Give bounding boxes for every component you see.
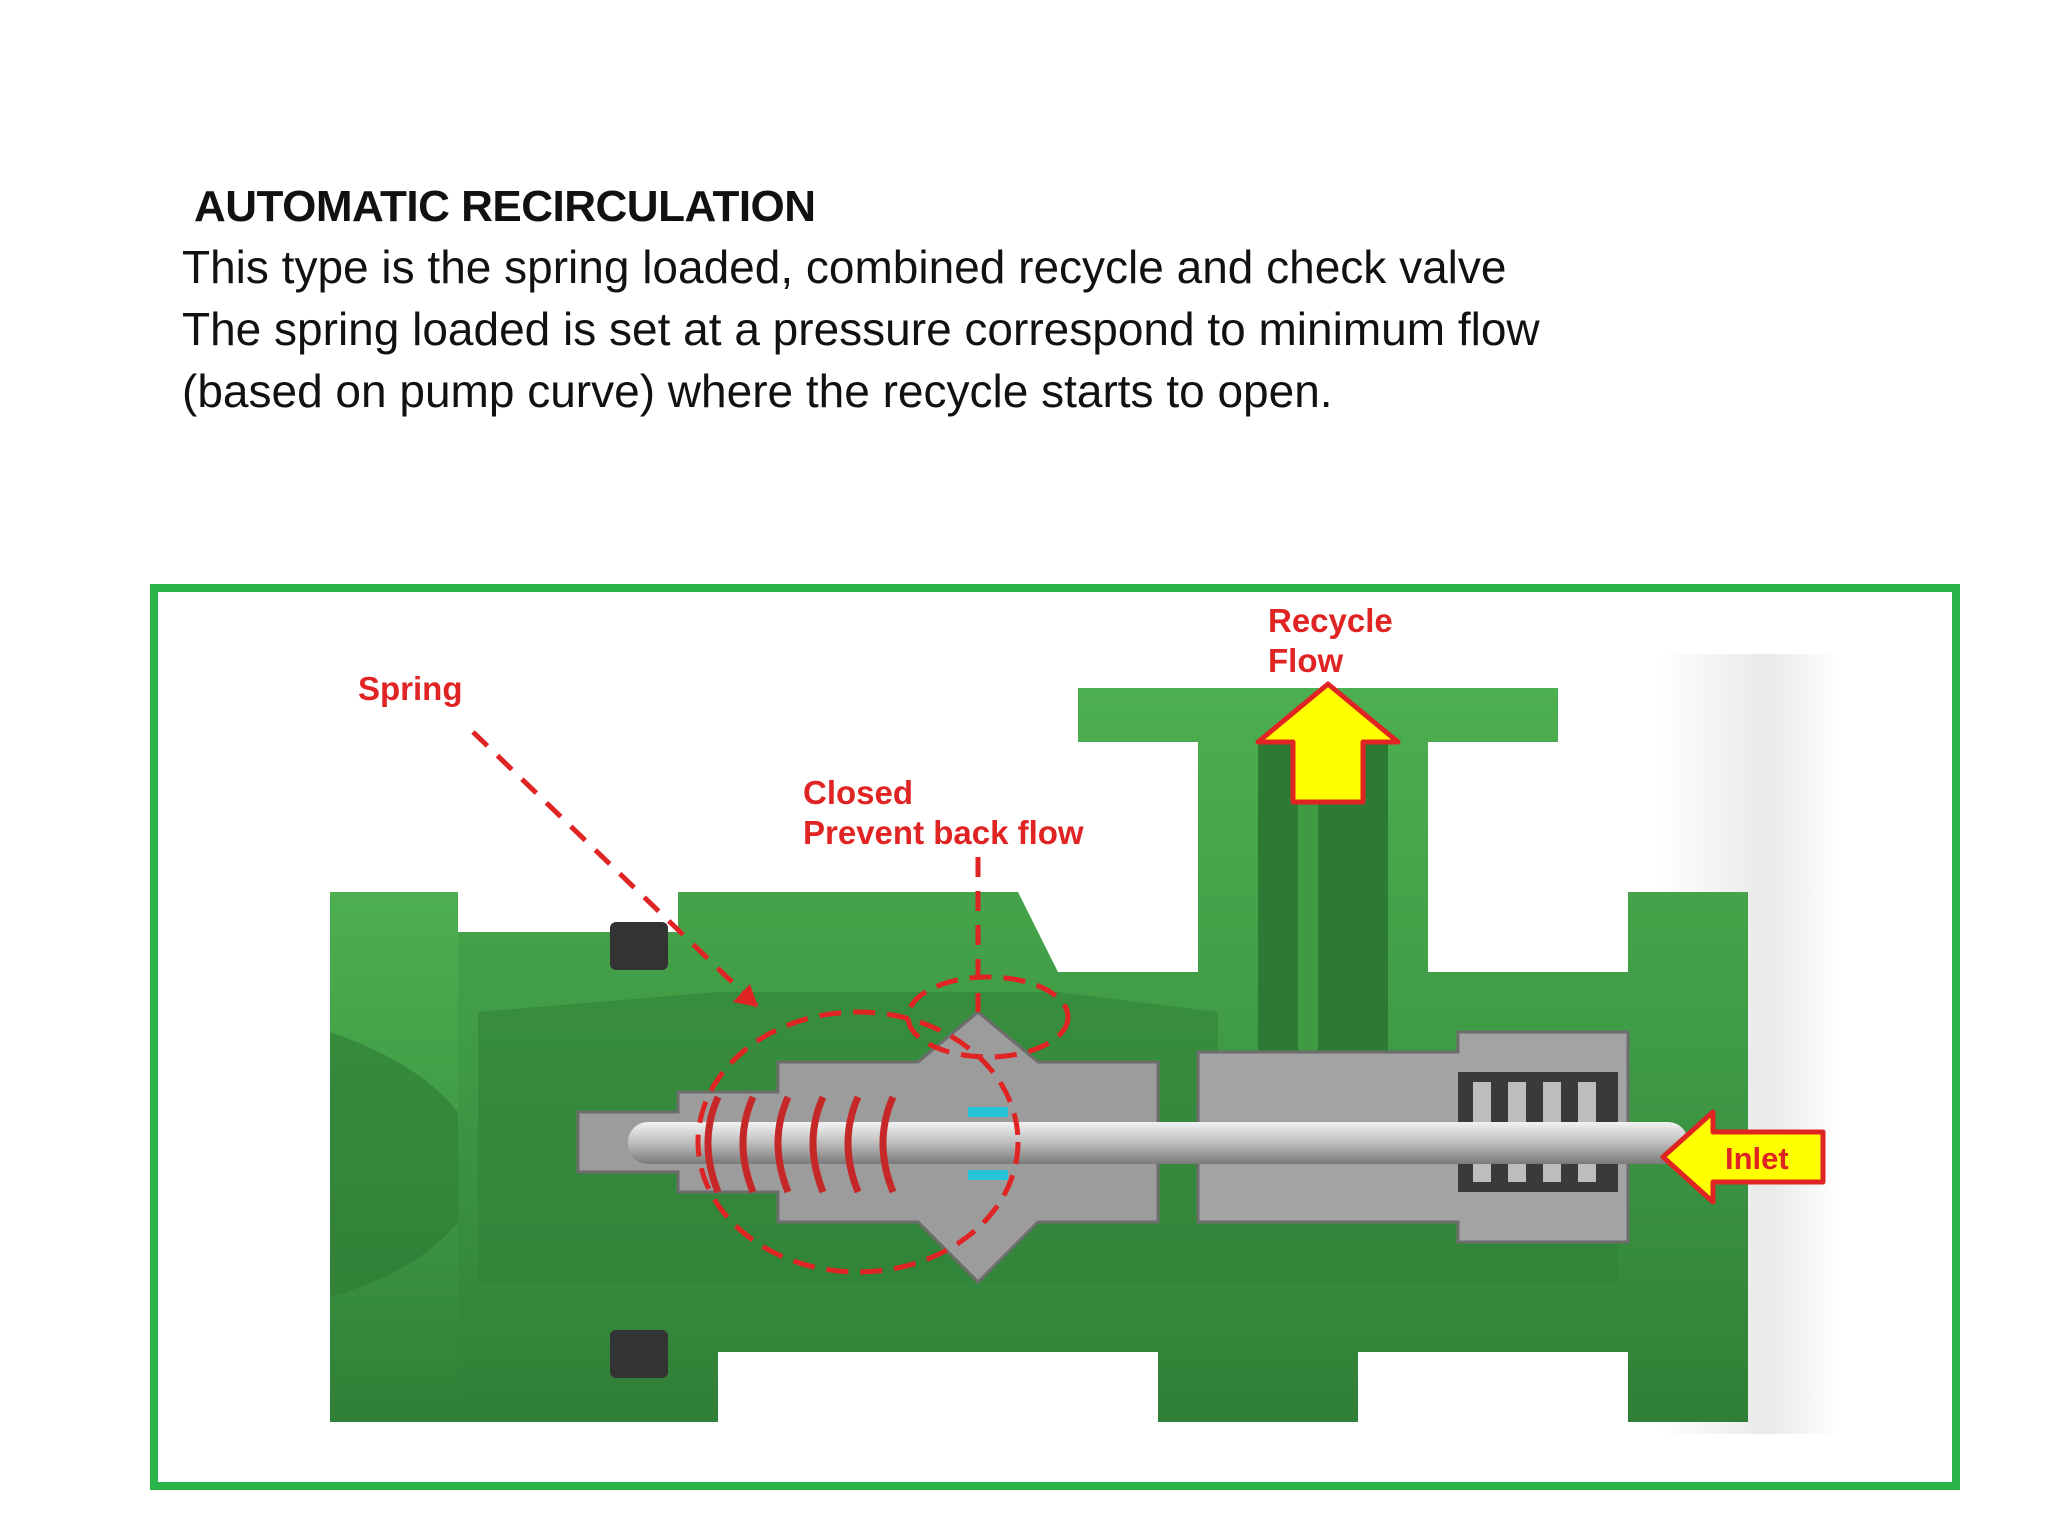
bolt-bottom <box>610 1330 668 1378</box>
valve-stem <box>628 1122 1688 1164</box>
spring-highlight-circle <box>695 1009 1021 1275</box>
paragraph-2: The spring loaded is set at a pressure c… <box>182 303 1540 417</box>
label-recycle: Recycle <box>1268 602 1393 639</box>
label-closed: Closed <box>803 774 913 811</box>
seal-bottom <box>968 1170 1008 1180</box>
label-flow: Flow <box>1268 642 1343 679</box>
spring-coils <box>704 1095 897 1194</box>
spring-pointer-arrowhead <box>733 984 758 1007</box>
valve-cutaway-diagram: Recycle Flow Spring Closed Prevent back … <box>330 602 1838 1434</box>
label-inlet: Inlet <box>1725 1141 1789 1176</box>
check-valve-highlight-circle <box>905 974 1071 1060</box>
recycle-flow-arrow <box>1255 681 1401 805</box>
text-block: AUTOMATIC RECIRCULATION This type is the… <box>182 178 1542 422</box>
left-flange-inner <box>330 1032 458 1297</box>
paragraph-1: This type is the spring loaded, combined… <box>182 241 1507 293</box>
label-spring: Spring <box>358 670 463 707</box>
valve-diagram-frame: Recycle Flow Spring Closed Prevent back … <box>150 584 1960 1490</box>
slide-heading: AUTOMATIC RECIRCULATION <box>194 182 816 231</box>
label-prevent-back-flow: Prevent back flow <box>803 814 1084 851</box>
inlet-arrow <box>1660 1109 1826 1205</box>
seal-top <box>968 1107 1008 1117</box>
bolt-top <box>610 922 668 970</box>
outlet-passage-highlight <box>1298 742 1318 1102</box>
